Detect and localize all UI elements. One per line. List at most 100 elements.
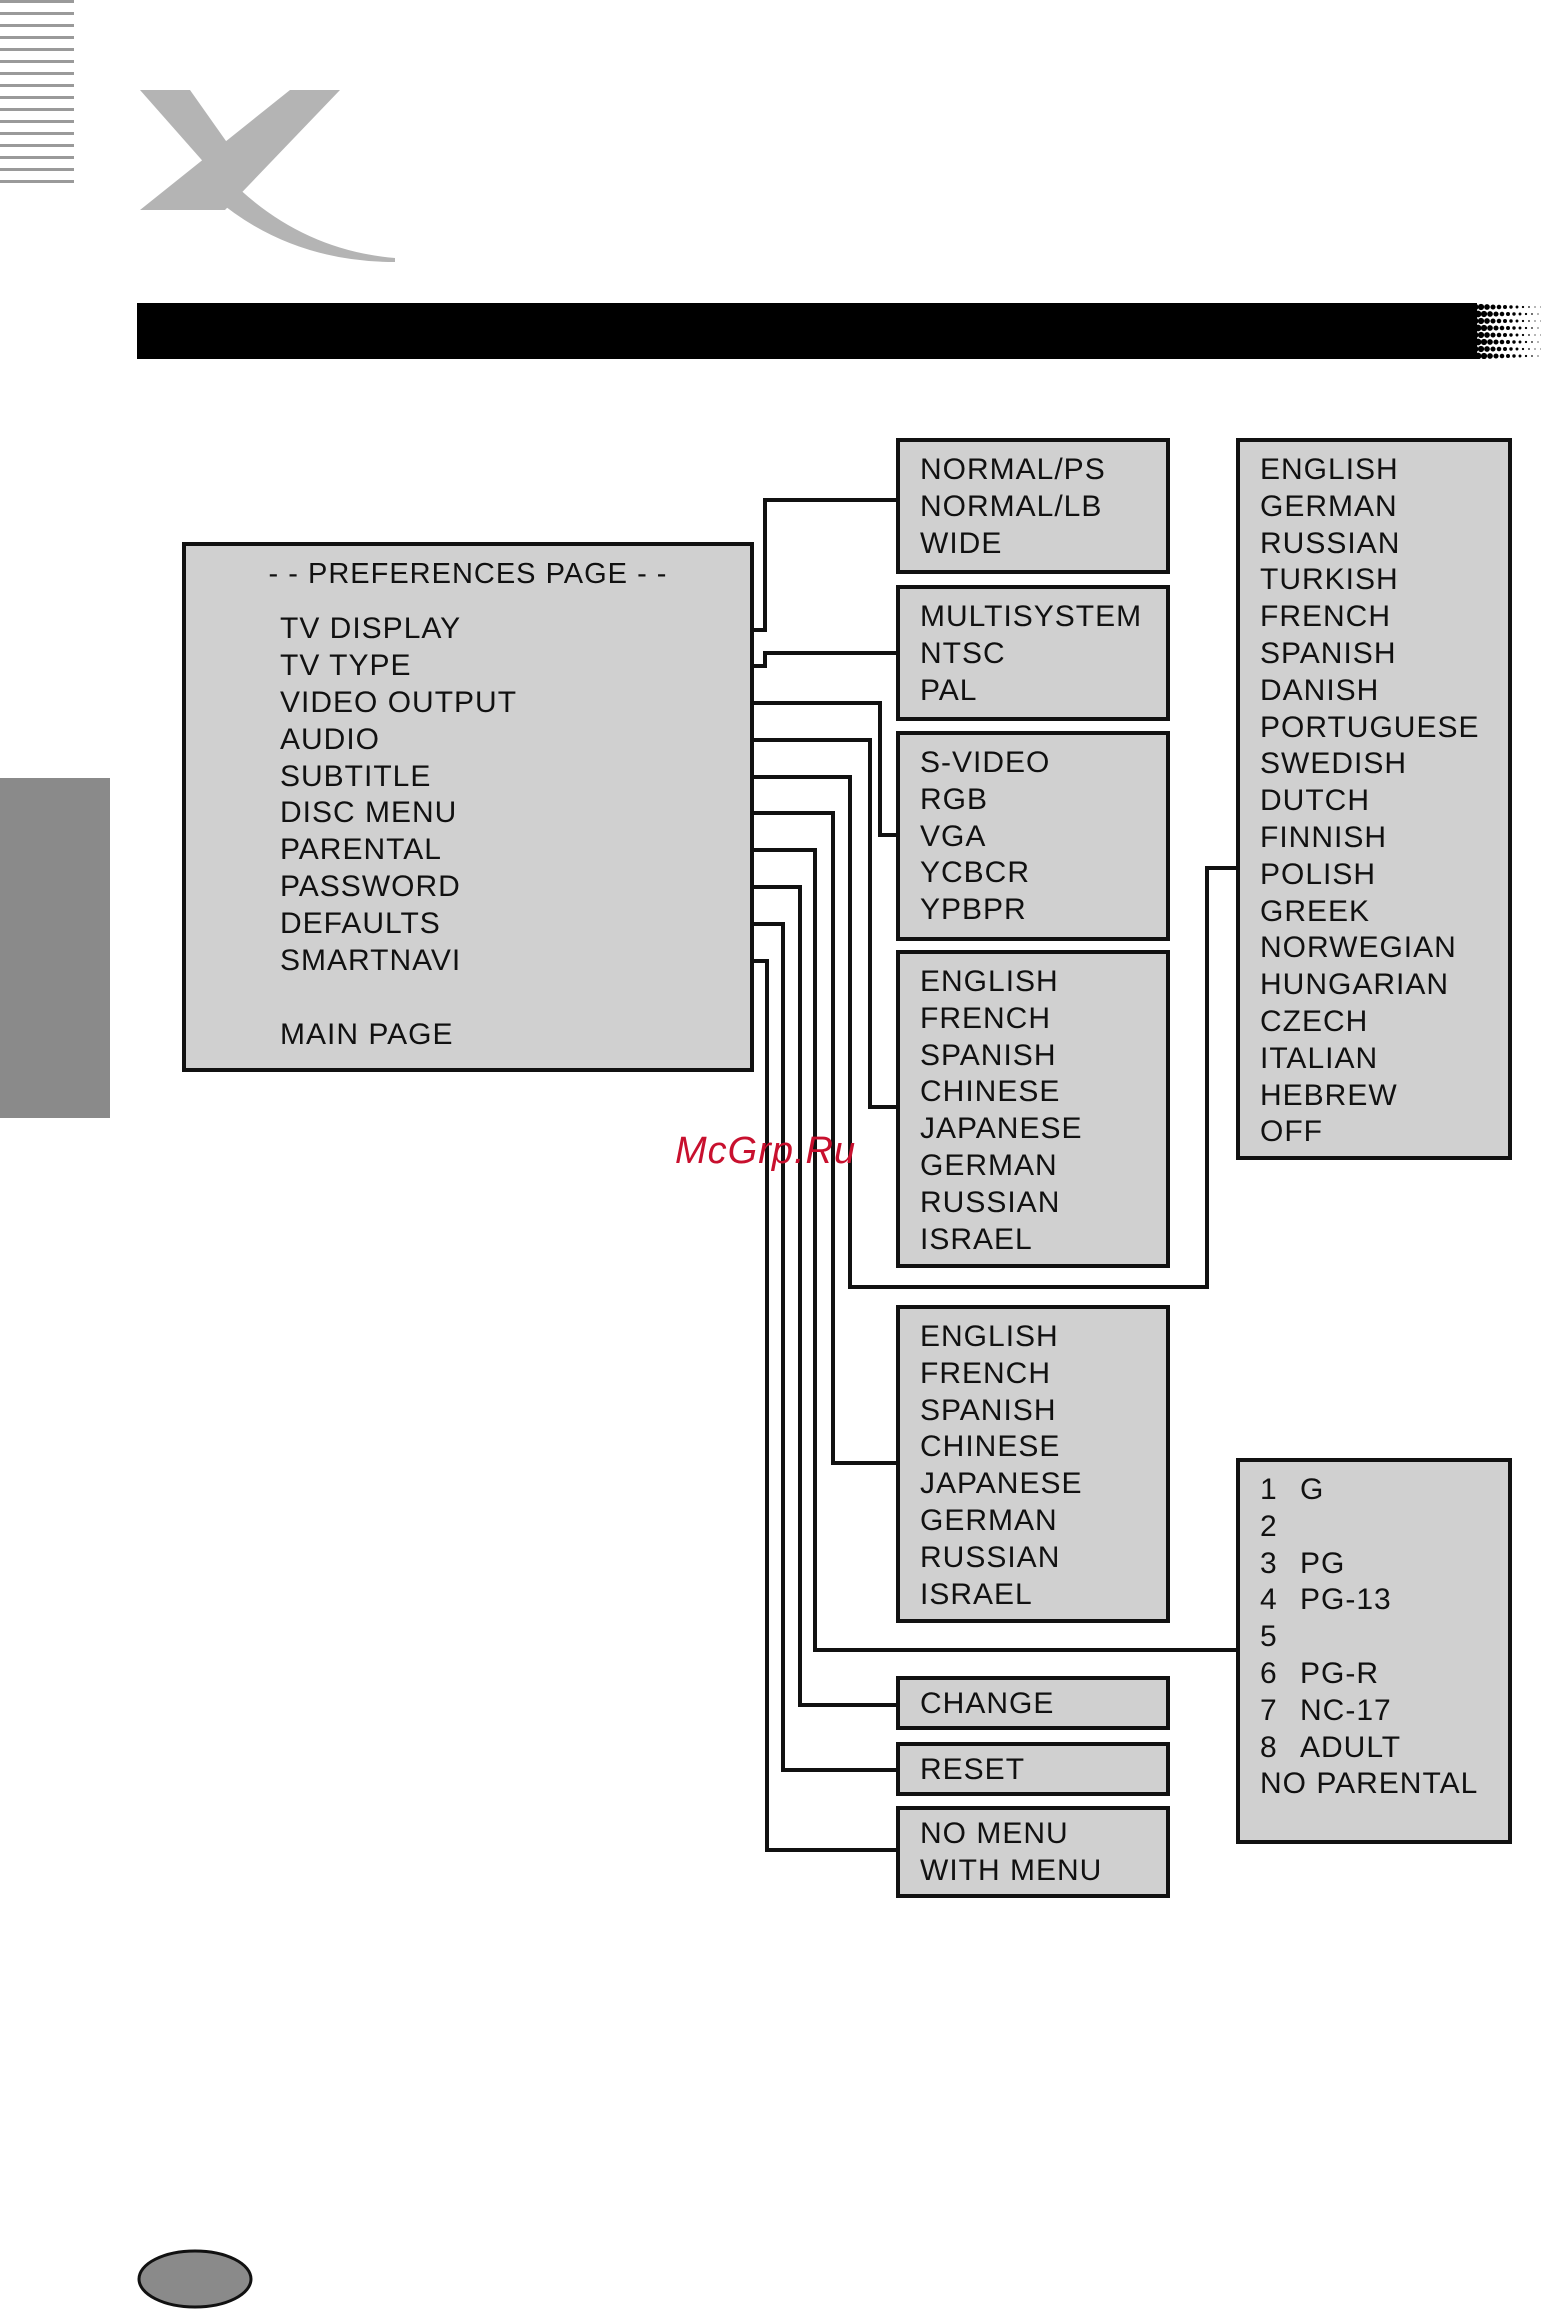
rating-item[interactable]: 2: [1260, 1509, 1478, 1546]
menu-title: - - PREFERENCES PAGE - -: [268, 558, 668, 590]
option-item[interactable]: DANISH: [1260, 673, 1380, 707]
header-bar: [137, 303, 1541, 359]
option-item[interactable]: JAPANESE: [920, 1467, 1083, 1501]
option-item[interactable]: ENGLISH: [920, 1320, 1059, 1353]
option-item[interactable]: PORTUGUESE: [1260, 710, 1480, 744]
menu-item-tv-display[interactable]: TV DISPLAY: [280, 612, 466, 646]
option-item[interactable]: ENGLISH: [1260, 453, 1399, 486]
menu-item-password[interactable]: PASSWORD: [280, 870, 465, 904]
option-item[interactable]: SPANISH: [1260, 636, 1397, 670]
rating-number: 1: [1260, 1473, 1278, 1506]
option-item[interactable]: DUTCH: [1260, 784, 1370, 818]
rating-item[interactable]: 3 PG: [1260, 1546, 1478, 1583]
rating-item[interactable]: 5: [1260, 1619, 1478, 1656]
menu-item-parental[interactable]: PARENTAL: [280, 833, 446, 867]
option-item[interactable]: PAL: [920, 673, 978, 707]
option-item[interactable]: FRENCH: [920, 1356, 1051, 1390]
option-item[interactable]: CHINESE: [920, 1075, 1061, 1109]
menu-item-main-page[interactable]: MAIN PAGE: [280, 1018, 458, 1052]
option-item[interactable]: FRENCH: [1260, 600, 1391, 634]
menu-item-disc-menu[interactable]: DISC MENU: [280, 796, 462, 830]
rating-number: 6: [1260, 1656, 1278, 1690]
option-item[interactable]: RUSSIAN: [920, 1185, 1061, 1219]
option-item[interactable]: FRENCH: [920, 1001, 1051, 1035]
rating-label: PG-13: [1300, 1583, 1392, 1617]
option-item[interactable]: GERMAN: [1260, 489, 1398, 523]
option-item[interactable]: S-VIDEO: [920, 746, 1051, 779]
rating-number: 2: [1260, 1509, 1278, 1543]
option-item[interactable]: SWEDISH: [1260, 747, 1408, 781]
option-item[interactable]: OFF: [1260, 1115, 1323, 1149]
rating-label: NC-17: [1300, 1693, 1392, 1727]
option-item[interactable]: RUSSIAN: [1260, 526, 1401, 560]
rating-number: 7: [1260, 1693, 1278, 1727]
option-item[interactable]: VGA: [920, 819, 987, 853]
option-item[interactable]: SPANISH: [920, 1393, 1057, 1427]
option-item[interactable]: NORMAL/LB: [920, 489, 1103, 523]
option-item[interactable]: YPBPR: [920, 893, 1027, 927]
rating-item[interactable]: NO PARENTAL: [1260, 1766, 1478, 1803]
option-item[interactable]: TURKISH: [1260, 563, 1399, 597]
option-item[interactable]: GERMAN: [920, 1148, 1058, 1182]
option-item[interactable]: HUNGARIAN: [1260, 968, 1450, 1002]
rating-label: G: [1300, 1473, 1325, 1506]
option-item[interactable]: NORWEGIAN: [1260, 931, 1457, 965]
option-item[interactable]: MULTISYSTEM: [920, 600, 1143, 633]
option-item[interactable]: ITALIAN: [1260, 1041, 1379, 1075]
side-tab: [0, 778, 110, 1118]
option-item[interactable]: CHANGE: [920, 1687, 1055, 1720]
rating-number: 8: [1260, 1730, 1278, 1764]
option-item[interactable]: NTSC: [920, 636, 1006, 670]
rating-item[interactable]: 7 NC-17: [1260, 1693, 1478, 1730]
option-item[interactable]: HEBREW: [1260, 1078, 1398, 1112]
page-number-badge: [137, 2249, 253, 2309]
watermark-text: McGrp.Ru: [675, 1130, 857, 1172]
option-item[interactable]: WITH MENU: [920, 1853, 1103, 1887]
submenu-password: CHANGE: [896, 1676, 1170, 1730]
rating-number: 3: [1260, 1546, 1278, 1580]
menu-item-video-output[interactable]: VIDEO OUTPUT: [280, 686, 522, 720]
rating-label: ADULT: [1300, 1730, 1402, 1764]
option-item[interactable]: RESET: [920, 1753, 1026, 1786]
menu-item-smartnavi[interactable]: SMARTNAVI: [280, 944, 466, 978]
menu-item-defaults[interactable]: DEFAULTS: [280, 907, 445, 941]
option-item[interactable]: RUSSIAN: [920, 1540, 1061, 1574]
option-item[interactable]: SPANISH: [920, 1038, 1057, 1072]
option-item[interactable]: GERMAN: [920, 1503, 1058, 1537]
option-item[interactable]: FINNISH: [1260, 820, 1387, 854]
option-item[interactable]: CZECH: [1260, 1004, 1369, 1038]
option-item[interactable]: POLISH: [1260, 857, 1377, 891]
option-item[interactable]: ISRAEL: [920, 1222, 1033, 1256]
option-item[interactable]: RGB: [920, 782, 989, 816]
option-item[interactable]: YCBCR: [920, 856, 1031, 890]
option-item[interactable]: CHINESE: [920, 1430, 1061, 1464]
option-item[interactable]: NORMAL/PS: [920, 453, 1106, 486]
menu-item-tv-type[interactable]: TV TYPE: [280, 649, 416, 683]
option-item[interactable]: ISRAEL: [920, 1577, 1033, 1611]
option-item[interactable]: WIDE: [920, 526, 1003, 560]
menu-item-subtitle[interactable]: SUBTITLE: [280, 760, 436, 794]
option-item[interactable]: ENGLISH: [920, 965, 1059, 998]
rating-label: PG: [1300, 1546, 1346, 1580]
option-item[interactable]: JAPANESE: [920, 1112, 1083, 1146]
rating-item[interactable]: 8 ADULT: [1260, 1730, 1478, 1767]
option-item[interactable]: GREEK: [1260, 894, 1371, 928]
option-list: CHANGE: [920, 1686, 1054, 1723]
brand-logo: [140, 90, 395, 262]
menu-item-audio[interactable]: AUDIO: [280, 723, 385, 757]
option-item[interactable]: NO MENU: [920, 1817, 1069, 1850]
